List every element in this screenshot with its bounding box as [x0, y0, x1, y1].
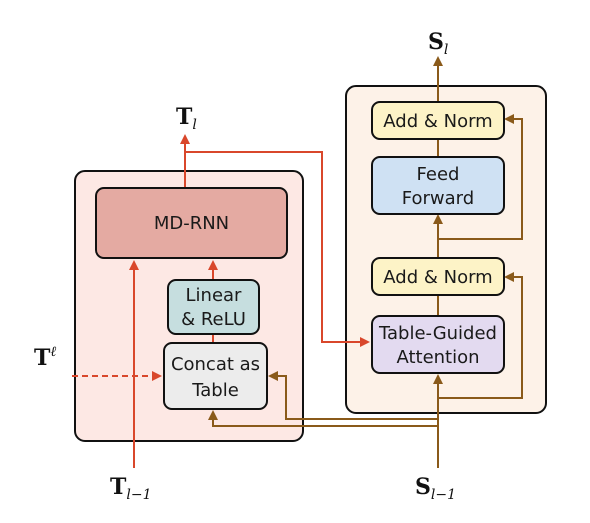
- svg-text:& ReLU: & ReLU: [181, 309, 246, 330]
- linear-label-line1: Linear: [186, 285, 243, 306]
- addnorm-bottom-label: Add & Norm: [383, 267, 492, 288]
- concat-label-line1: Concat as: [171, 354, 260, 375]
- residual-to-addnorm-top-arrow: [438, 114, 523, 240]
- attention-label-line1: Table-Guided: [378, 323, 497, 344]
- svg-text:Add & Norm: Add & Norm: [383, 267, 492, 288]
- s-out-label: Sl: [428, 29, 448, 58]
- svg-text:Linear: Linear: [186, 285, 243, 306]
- svg-text:Table-Guided: Table-Guided: [378, 323, 497, 344]
- attention-label-line2: Attention: [396, 347, 479, 368]
- feedforward-label-line1: Feed: [417, 164, 460, 185]
- linear-relu-node: Linear & ReLU: [167, 279, 260, 335]
- table-guided-attention-node: Table-Guided Attention: [371, 315, 505, 374]
- svg-text:Concat as: Concat as: [171, 354, 260, 375]
- concat-label-line2: Table: [191, 380, 239, 401]
- mdrnn-label: MD-RNN: [154, 213, 229, 234]
- s-in-to-concat-bottom-arrow: [208, 410, 438, 427]
- t-ext-label: Tℓ: [34, 344, 56, 371]
- svg-text:MD-RNN: MD-RNN: [154, 213, 229, 234]
- addnorm-top-node: Add & Norm: [371, 101, 505, 140]
- feedforward-node: Feed Forward: [371, 156, 505, 215]
- t-in-label: Tl−1: [110, 474, 152, 503]
- addnorm-top-label: Add & Norm: [383, 111, 492, 132]
- svg-text:Table: Table: [191, 380, 239, 401]
- mdrnn-node: MD-RNN: [95, 187, 288, 259]
- t-out-label: Tl: [176, 104, 197, 133]
- linear-label-line2: & ReLU: [181, 309, 246, 330]
- s-in-label: Sl−1: [415, 474, 456, 503]
- concat-table-node: Concat as Table: [163, 342, 268, 410]
- svg-text:Attention: Attention: [396, 347, 479, 368]
- svg-text:Feed: Feed: [417, 164, 460, 185]
- svg-text:Forward: Forward: [402, 188, 474, 209]
- svg-text:Add & Norm: Add & Norm: [383, 111, 492, 132]
- feedforward-label-line2: Forward: [402, 188, 474, 209]
- s-in-to-concat-side-arrow: [268, 371, 438, 420]
- residual-to-addnorm-bottom-arrow: [438, 272, 523, 399]
- addnorm-bottom-node: Add & Norm: [371, 257, 505, 296]
- t-out-to-attention-arrow: [185, 151, 370, 347]
